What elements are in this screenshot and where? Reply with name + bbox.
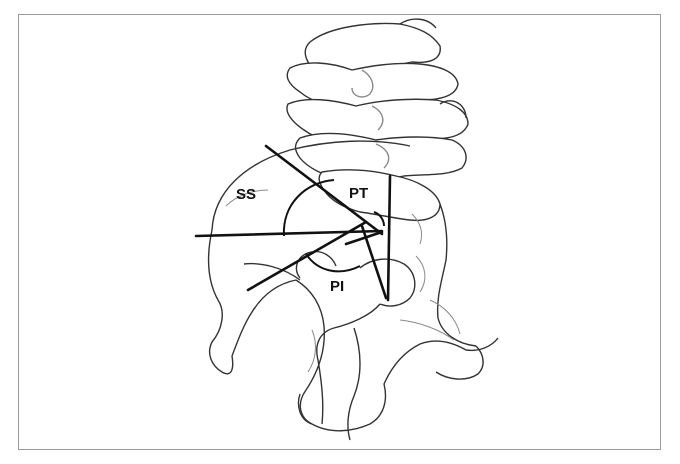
- ss-label: SS: [236, 186, 256, 203]
- lumbar-vertebrae: [287, 19, 468, 220]
- femoral-neck: [317, 304, 380, 360]
- vertebra-l5: [319, 170, 440, 220]
- ischial-texture: [308, 330, 315, 372]
- horizontal-reference-line: [196, 231, 382, 236]
- ischium: [296, 280, 324, 424]
- anterior-spine: [232, 280, 296, 356]
- pubic-texture: [400, 320, 454, 340]
- sacral-foramen-2: [416, 256, 425, 292]
- sacral-lower: [436, 346, 483, 379]
- femur: [296, 252, 414, 440]
- pi-angle-arc: [306, 254, 360, 271]
- obturator-line: [384, 338, 498, 384]
- pi-label: PI: [330, 278, 344, 295]
- iliac-wing-anterior: [209, 230, 233, 374]
- pt-label: PT: [349, 185, 368, 202]
